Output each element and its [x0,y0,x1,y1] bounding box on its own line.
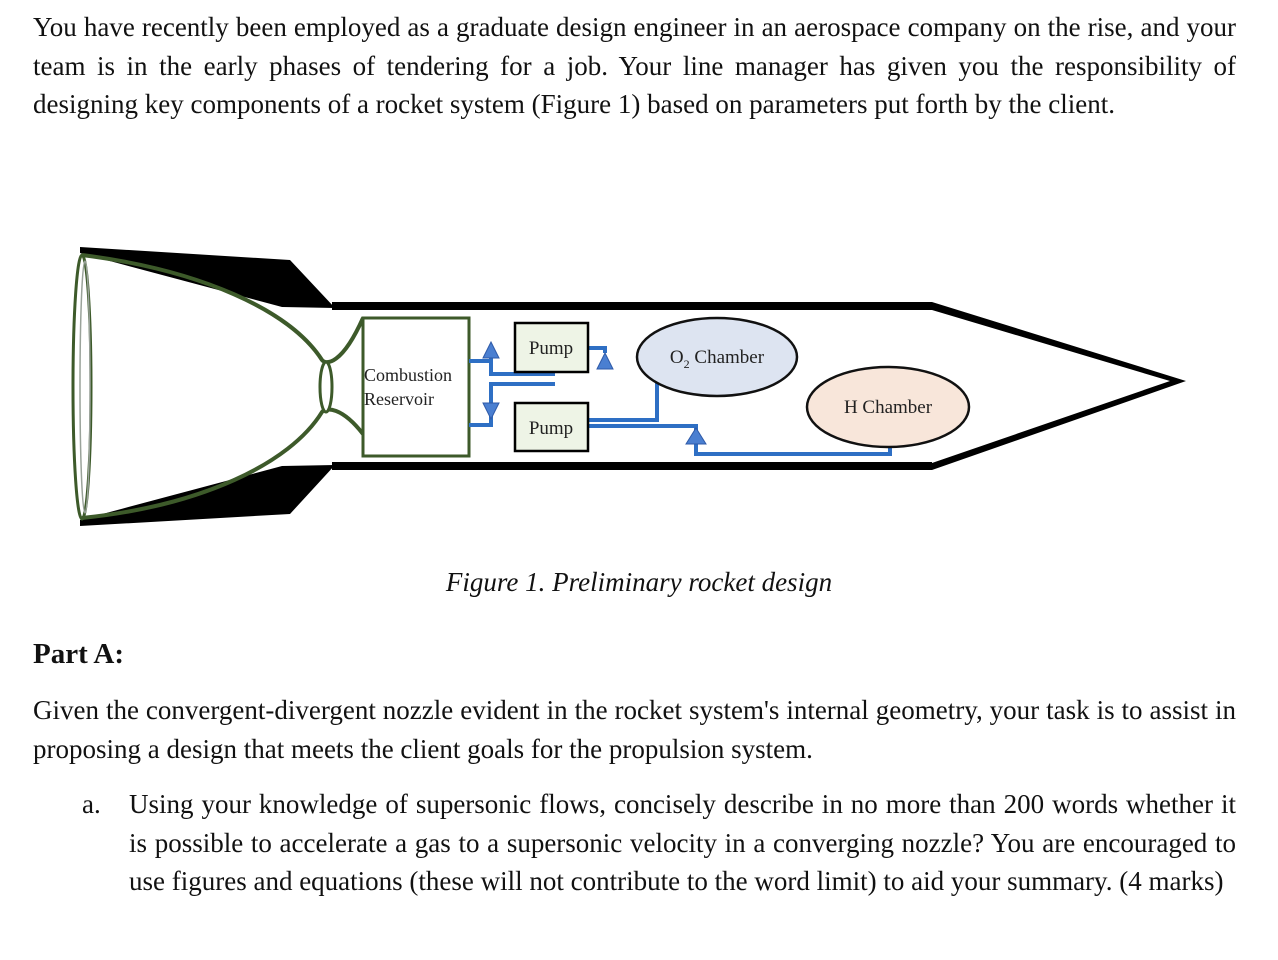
pump-top [513,321,590,374]
nozzle-throat [318,360,334,414]
h-chamber [805,365,971,449]
pipe-bottom-pump-to-h [588,424,892,456]
o2-chamber-label: O2 Chamber [670,347,765,371]
nose-cone [932,302,1186,470]
valve-lower-left [482,402,500,421]
pipe-top-pump-to-o2 [588,346,607,353]
pump-top-label: Pump [529,338,573,359]
intro-paragraph: You have recently been employed as a gra… [33,12,1236,120]
figure-caption: Figure 1. Preliminary rocket design [445,567,833,597]
pipe-lower-crossover [489,382,555,403]
part-a-paragraph: Given the convergent-divergent nozzle ev… [33,695,1236,764]
valve-o2-inlet [596,351,614,370]
question-text: Using your knowledge of supersonic flows… [129,789,1236,897]
valve-upper-left [482,340,500,359]
combustion-label-line2: Reservoir [364,389,434,409]
rocket-diagram: Combustion Reservoir Pump Pump O2 Chambe… [60,240,1200,540]
nozzle-exit-inner [79,260,91,514]
lower-fin [80,465,335,526]
question-marker: a. [82,789,101,819]
combustion-reservoir [361,316,471,458]
nozzle-exit [71,253,93,521]
h-chamber-label: H Chamber [844,397,933,418]
part-a-heading: Part A: [33,638,124,670]
fuel-pipes [469,345,892,456]
pipe-upper-crossover [489,361,555,376]
pump-bottom-label: Pump [529,418,573,439]
o2-chamber [635,316,799,398]
pipe-o2-to-bottom-pump [588,378,659,422]
pump-bottom [513,401,590,453]
nozzle-upper-wall [81,253,365,365]
valve-h-line [685,427,707,445]
nozzle-lower-wall [81,407,365,520]
combustion-label-line1: Combustion [364,365,452,385]
upper-fin [80,247,335,308]
valves [482,340,707,445]
